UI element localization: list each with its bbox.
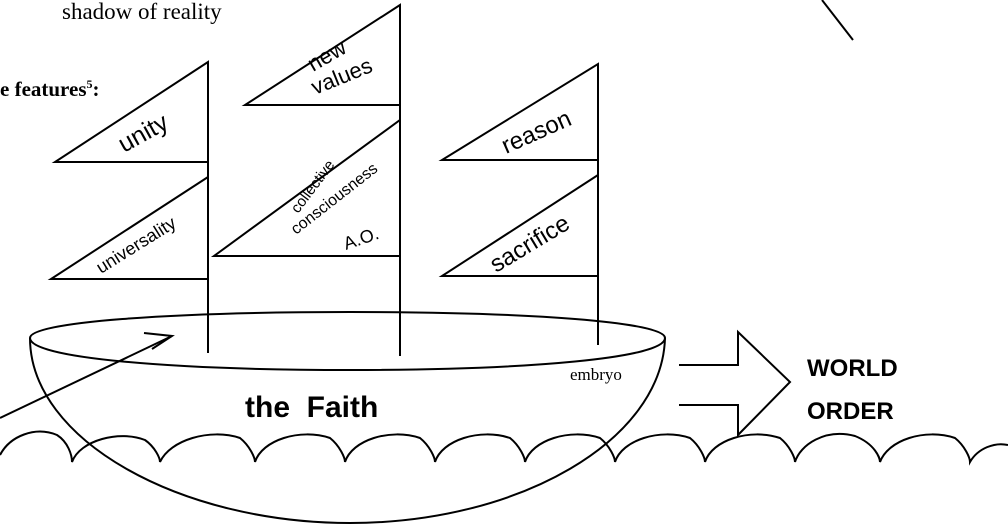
flag-new-values (241, 3, 401, 106)
waves (0, 430, 1008, 466)
world-order-arrow (679, 329, 792, 438)
boat-bottom (29, 337, 666, 525)
embryo-label: embryo (570, 365, 622, 384)
pointer-line (0, 335, 173, 419)
boat-hull (28, 310, 667, 372)
flag-reason (438, 62, 599, 161)
pointer-arrowhead (143, 332, 175, 350)
flag-universality (47, 175, 209, 280)
features-heading-colon: : (93, 77, 100, 101)
flag-sacrifice (438, 173, 599, 277)
top-right-line (821, 0, 854, 41)
flag-unity (51, 60, 209, 163)
features-heading-label: e features (0, 77, 87, 101)
flag-collective-consciousness (210, 118, 401, 257)
shadow-of-reality-text: shadow of reality (62, 0, 222, 24)
features-heading-superscript: 5 (87, 77, 93, 91)
features-heading: e features5: (0, 77, 100, 101)
world-order-label-2: ORDER (807, 398, 894, 425)
boat-label-the-faith: the Faith (245, 391, 378, 424)
world-order-label-1: WORLD (807, 355, 898, 382)
